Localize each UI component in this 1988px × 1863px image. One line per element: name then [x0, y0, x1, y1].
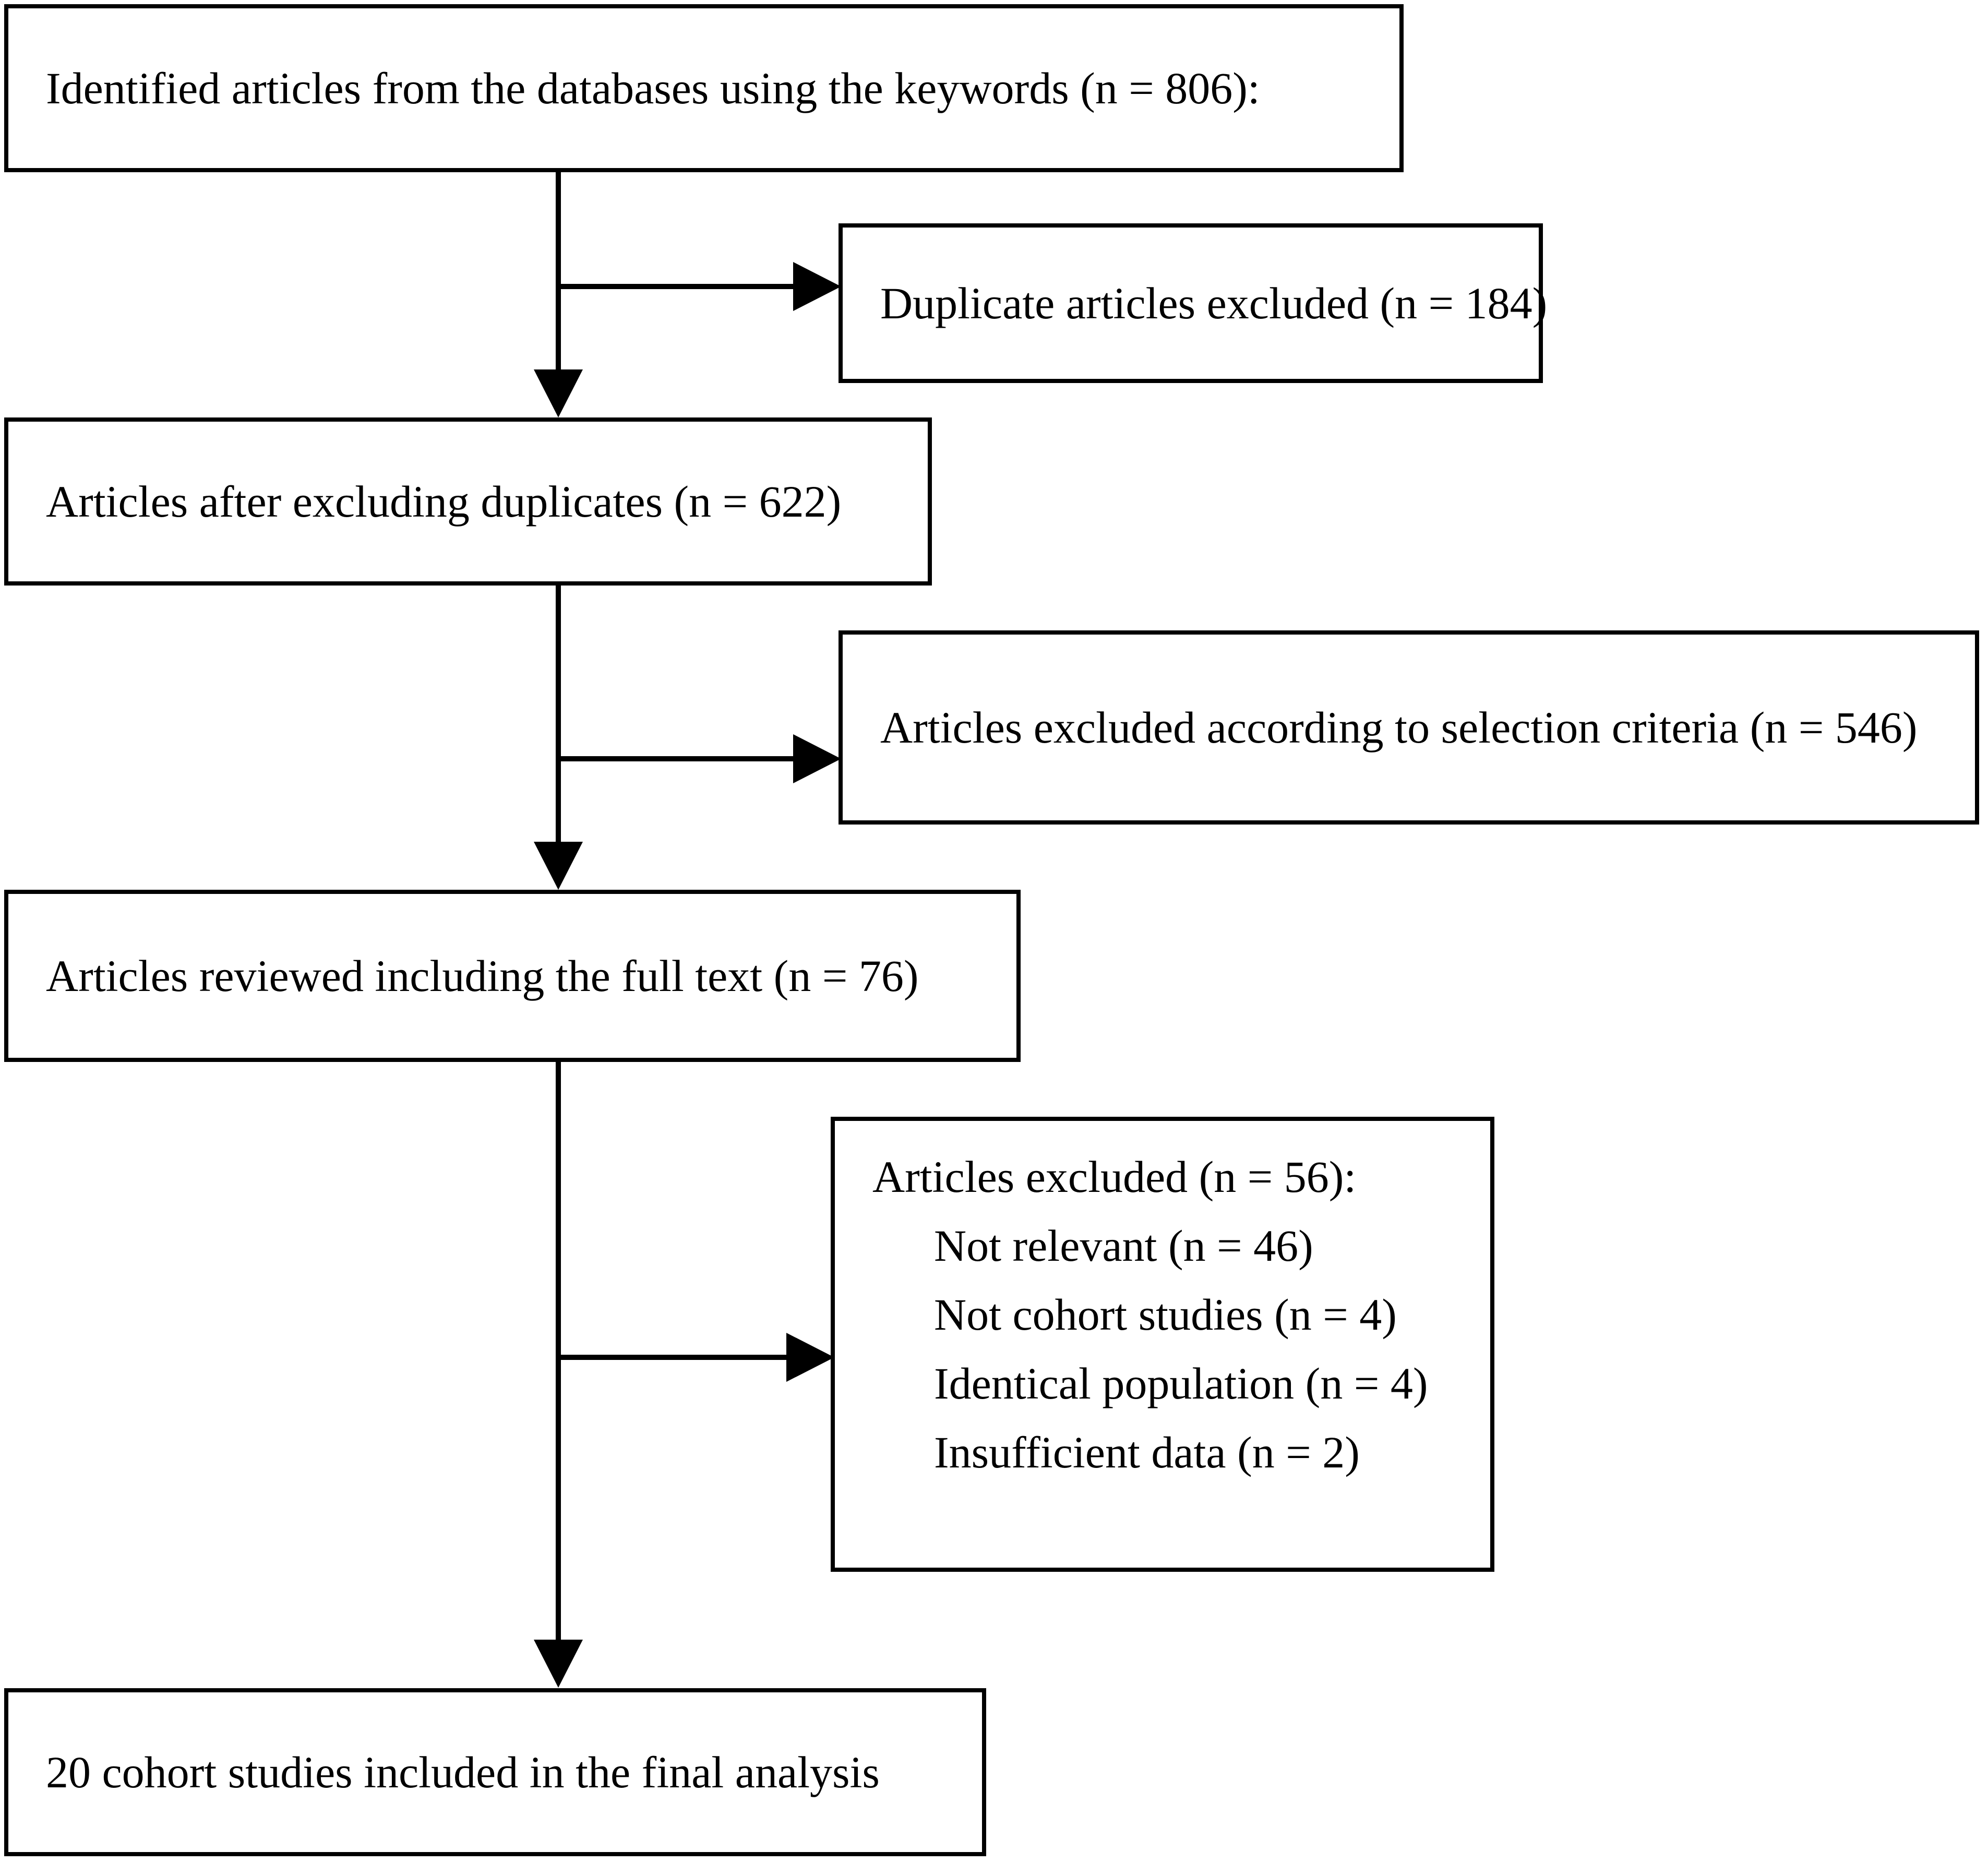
exclusion-reason-not-relevant: Not relevant (n = 46) — [934, 1221, 1313, 1271]
node-articles-after-duplicates: Articles after excluding duplicates (n =… — [4, 417, 932, 586]
node-identified-articles: Identified articles from the databases u… — [4, 4, 1404, 172]
node-final-included-studies-label: 20 cohort studies included in the final … — [46, 1747, 880, 1797]
edge-identified-to-duplicates-line — [556, 284, 796, 289]
node-articles-excluded-detail-heading: Articles excluded (n = 56): — [872, 1152, 1357, 1202]
exclusion-reason-insufficient-data: Insufficient data (n = 2) — [934, 1427, 1360, 1477]
edge-full-text-to-excluded-detail-arrowhead — [786, 1333, 834, 1382]
exclusion-reason-not-cohort-studies: Not cohort studies (n = 4) — [934, 1289, 1397, 1340]
edge-full-text-to-final-arrowhead — [534, 1640, 583, 1688]
node-articles-excluded-selection-criteria-label: Articles excluded according to selection… — [880, 702, 1918, 753]
edge-identified-to-after-duplicates-arrowhead — [534, 369, 583, 417]
edge-after-duplicates-to-criteria-arrowhead — [793, 734, 841, 783]
edge-identified-to-duplicates-arrowhead — [793, 262, 841, 311]
edge-after-duplicates-to-full-text-line — [556, 583, 561, 844]
exclusion-reason-identical-population: Identical population (n = 4) — [934, 1358, 1428, 1408]
node-articles-reviewed-full-text-label: Articles reviewed including the full tex… — [46, 950, 919, 1001]
node-articles-after-duplicates-label: Articles after excluding duplicates (n =… — [46, 476, 842, 527]
edge-identified-to-after-duplicates-line — [556, 171, 561, 372]
edge-full-text-to-excluded-detail-line — [556, 1355, 789, 1360]
node-final-included-studies: 20 cohort studies included in the final … — [4, 1688, 986, 1856]
node-duplicate-articles-excluded: Duplicate articles excluded (n = 184) — [839, 223, 1547, 383]
edge-after-duplicates-to-criteria-line — [556, 756, 796, 761]
node-duplicate-articles-excluded-label: Duplicate articles excluded (n = 184) — [880, 278, 1548, 328]
edge-full-text-to-final-line — [556, 1040, 561, 1641]
node-articles-excluded-detail: Articles excluded (n = 56): Not relevant… — [831, 1117, 1494, 1572]
node-identified-articles-label: Identified articles from the databases u… — [46, 63, 1260, 113]
edge-after-duplicates-to-full-text-arrowhead — [534, 842, 583, 890]
node-articles-excluded-selection-criteria: Articles excluded according to selection… — [839, 630, 1979, 825]
node-articles-reviewed-full-text: Articles reviewed including the full tex… — [4, 890, 1021, 1062]
